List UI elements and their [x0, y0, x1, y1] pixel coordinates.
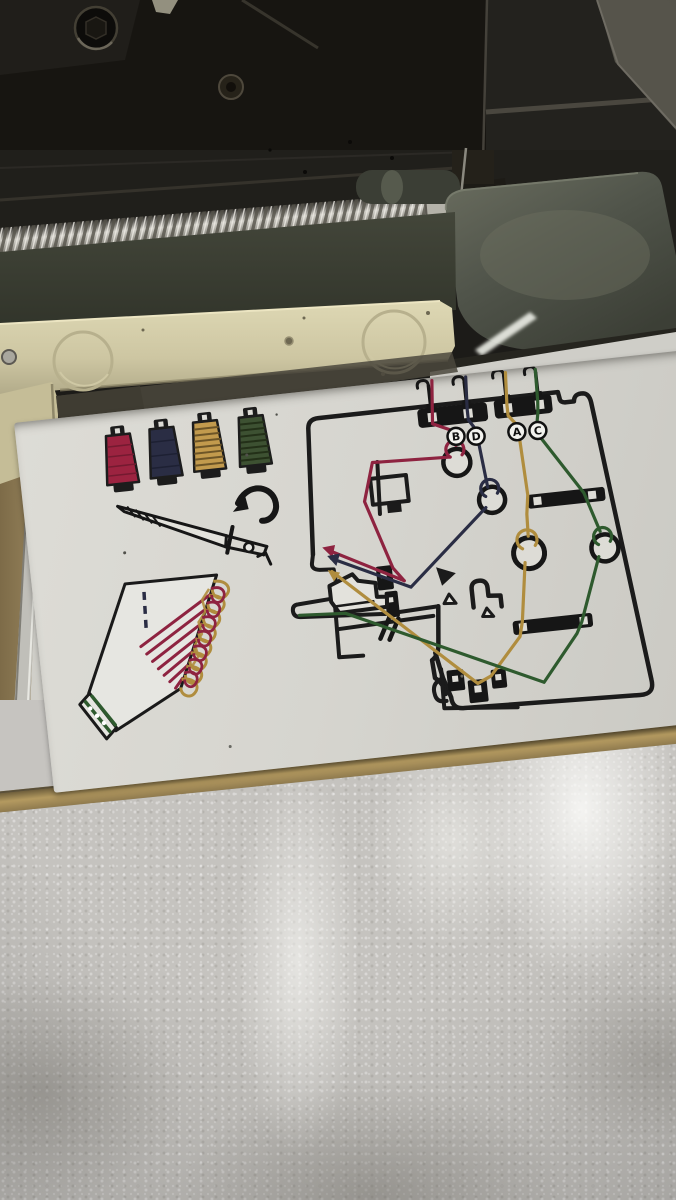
specular-highlight [475, 312, 537, 356]
threading-chart-card: B D A C [14, 347, 676, 793]
upper-guide-bar [527, 486, 606, 509]
tube-cap [381, 170, 403, 204]
gold-edge-loops [179, 579, 231, 698]
tension-bracket [368, 459, 411, 517]
screw-hole [284, 336, 294, 346]
panel-seam [481, 0, 489, 163]
thread-path-navy [329, 375, 501, 589]
label-circle-b [446, 426, 466, 447]
card-print: B D A C [78, 365, 655, 749]
red-thread-spikes [139, 593, 212, 690]
shelf-line [0, 151, 471, 169]
stitch-sample-illustration [78, 573, 231, 741]
label-circle-d [466, 426, 486, 446]
green-chain-cuff [78, 691, 119, 741]
small-bolt [218, 74, 244, 100]
looper-guides [431, 667, 520, 711]
thread-arrow-gold [327, 569, 341, 582]
card-specks [123, 413, 464, 749]
bracket-edge [241, 0, 319, 50]
spool-gold [191, 411, 228, 479]
arm-corner [597, 0, 676, 130]
clamp-wire [459, 147, 468, 197]
guide-label-c: C [533, 424, 542, 438]
needle-seam-dashes [142, 591, 149, 633]
towel-background [0, 736, 676, 1200]
align-triangle-1 [442, 592, 458, 606]
blade-hatching [126, 506, 161, 527]
cover-sheen [480, 210, 650, 300]
guide-label-d: D [471, 430, 481, 444]
spool-navy [148, 418, 184, 486]
tool-screw [243, 541, 255, 554]
arm-tube [356, 170, 460, 204]
cream-top-edge [0, 300, 441, 325]
hex-bolt [73, 5, 119, 51]
clamp-bracket [452, 150, 494, 184]
rotate-arrow [234, 485, 279, 524]
thread-arrow-navy [327, 553, 341, 567]
thread-hook-guide [469, 578, 504, 610]
arm-corner-edge [596, 0, 676, 129]
chain-dots [88, 706, 107, 726]
feed-arrow [436, 567, 456, 586]
tool-blade [116, 504, 228, 549]
label-circle-a [507, 421, 527, 442]
edge-screw [1, 349, 17, 365]
head-and-bed-profile [290, 552, 441, 620]
label-circle-c [528, 420, 548, 441]
foot-slot [335, 599, 375, 608]
spool-row [104, 406, 274, 493]
rotate-arrow-head [232, 496, 249, 512]
guide-label-a: A [512, 425, 522, 439]
red-edge-loops [183, 586, 226, 689]
align-triangle-2 [481, 606, 496, 619]
metal-sliver [152, 0, 178, 14]
cover-top-edge [444, 172, 639, 211]
thumb-recess-left [52, 330, 114, 392]
machine-bed-band [0, 212, 456, 330]
threading-diagram: B D A C [290, 365, 655, 711]
guide-label-b: B [451, 430, 461, 444]
guide-labels: B D A C [446, 420, 548, 447]
spool-red [104, 425, 141, 493]
thread-arrow-red [322, 545, 336, 558]
spool-green [237, 406, 274, 474]
panel-ridge [485, 95, 676, 115]
threader-tool-illustration [116, 485, 279, 566]
